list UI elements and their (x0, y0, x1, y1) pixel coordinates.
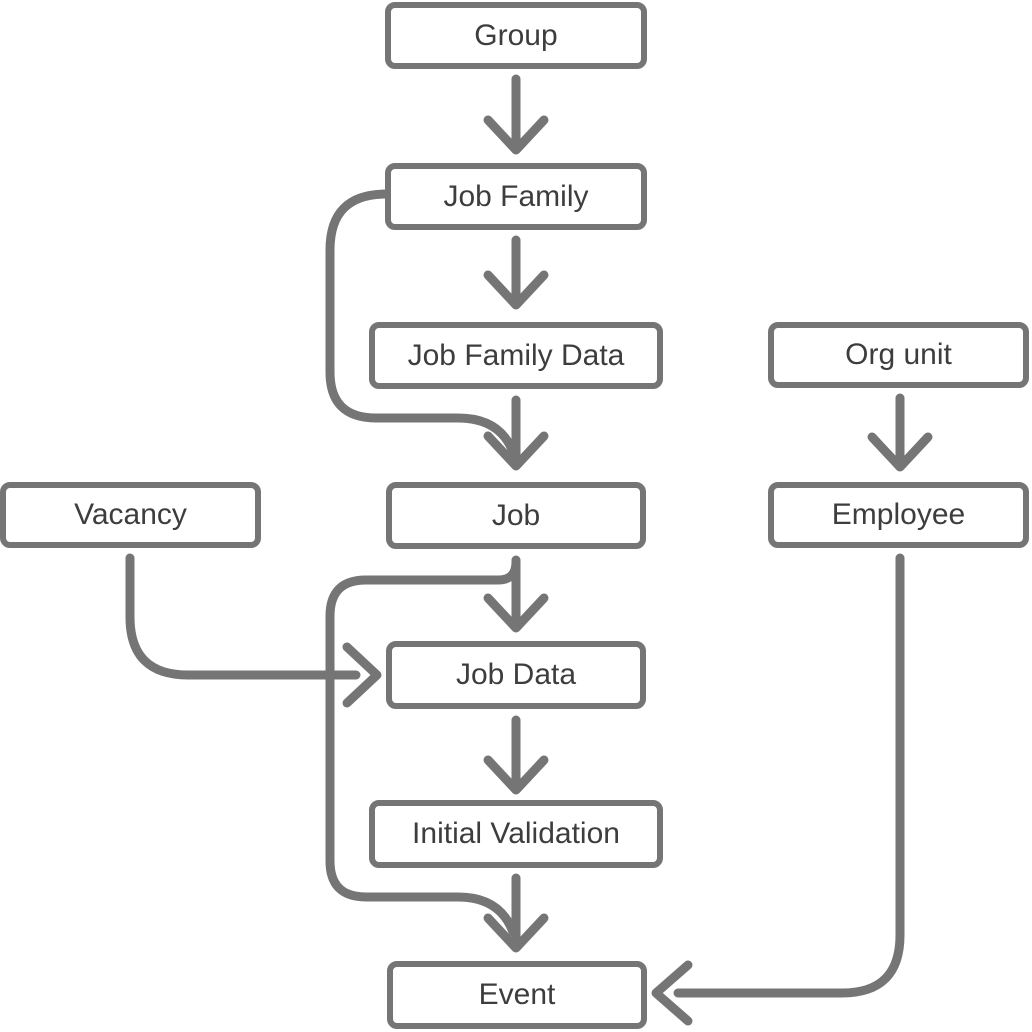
edge-job-data-to-initial-validation-arrow (483, 715, 549, 795)
edge-employee-to-event-curve (651, 553, 905, 1026)
node-initial-validation: Initial Validation (369, 800, 663, 868)
node-employee-label: Employee (831, 498, 966, 531)
edge-job-family-to-job-bypass-curve (325, 189, 518, 457)
node-job-family-data: Job Family Data (369, 322, 663, 389)
edge-job-family-to-job-family-data-arrow (483, 235, 549, 310)
node-org-unit: Org unit (768, 322, 1029, 388)
node-event: Event (387, 961, 647, 1029)
node-vacancy: Vacancy (0, 482, 261, 548)
node-job-family-data-label: Job Family Data (407, 338, 625, 372)
node-org-unit-label: Org unit (845, 338, 952, 371)
node-vacancy-label: Vacancy (74, 498, 187, 531)
edge-initial-validation-to-event-arrow (483, 873, 549, 953)
node-job-data: Job Data (386, 641, 646, 709)
node-job-family-label: Job Family (443, 179, 589, 213)
node-group-label: Group (474, 18, 558, 52)
edge-job-to-event-bypass-curve (325, 557, 521, 937)
edge-job-family-data-to-job-arrow (483, 395, 549, 471)
node-group: Group (385, 2, 647, 69)
node-job: Job (386, 482, 646, 549)
node-job-label: Job (491, 498, 541, 532)
node-employee: Employee (768, 482, 1029, 548)
edge-group-to-job-family-arrow (483, 74, 549, 155)
node-event-label: Event (478, 978, 556, 1011)
node-initial-validation-label: Initial Validation (412, 817, 620, 850)
edge-vacancy-to-job-data-curve (125, 553, 382, 708)
node-job-data-label: Job Data (455, 658, 577, 691)
node-job-family: Job Family (385, 163, 647, 230)
edge-org-unit-to-employee-arrow (867, 393, 933, 472)
